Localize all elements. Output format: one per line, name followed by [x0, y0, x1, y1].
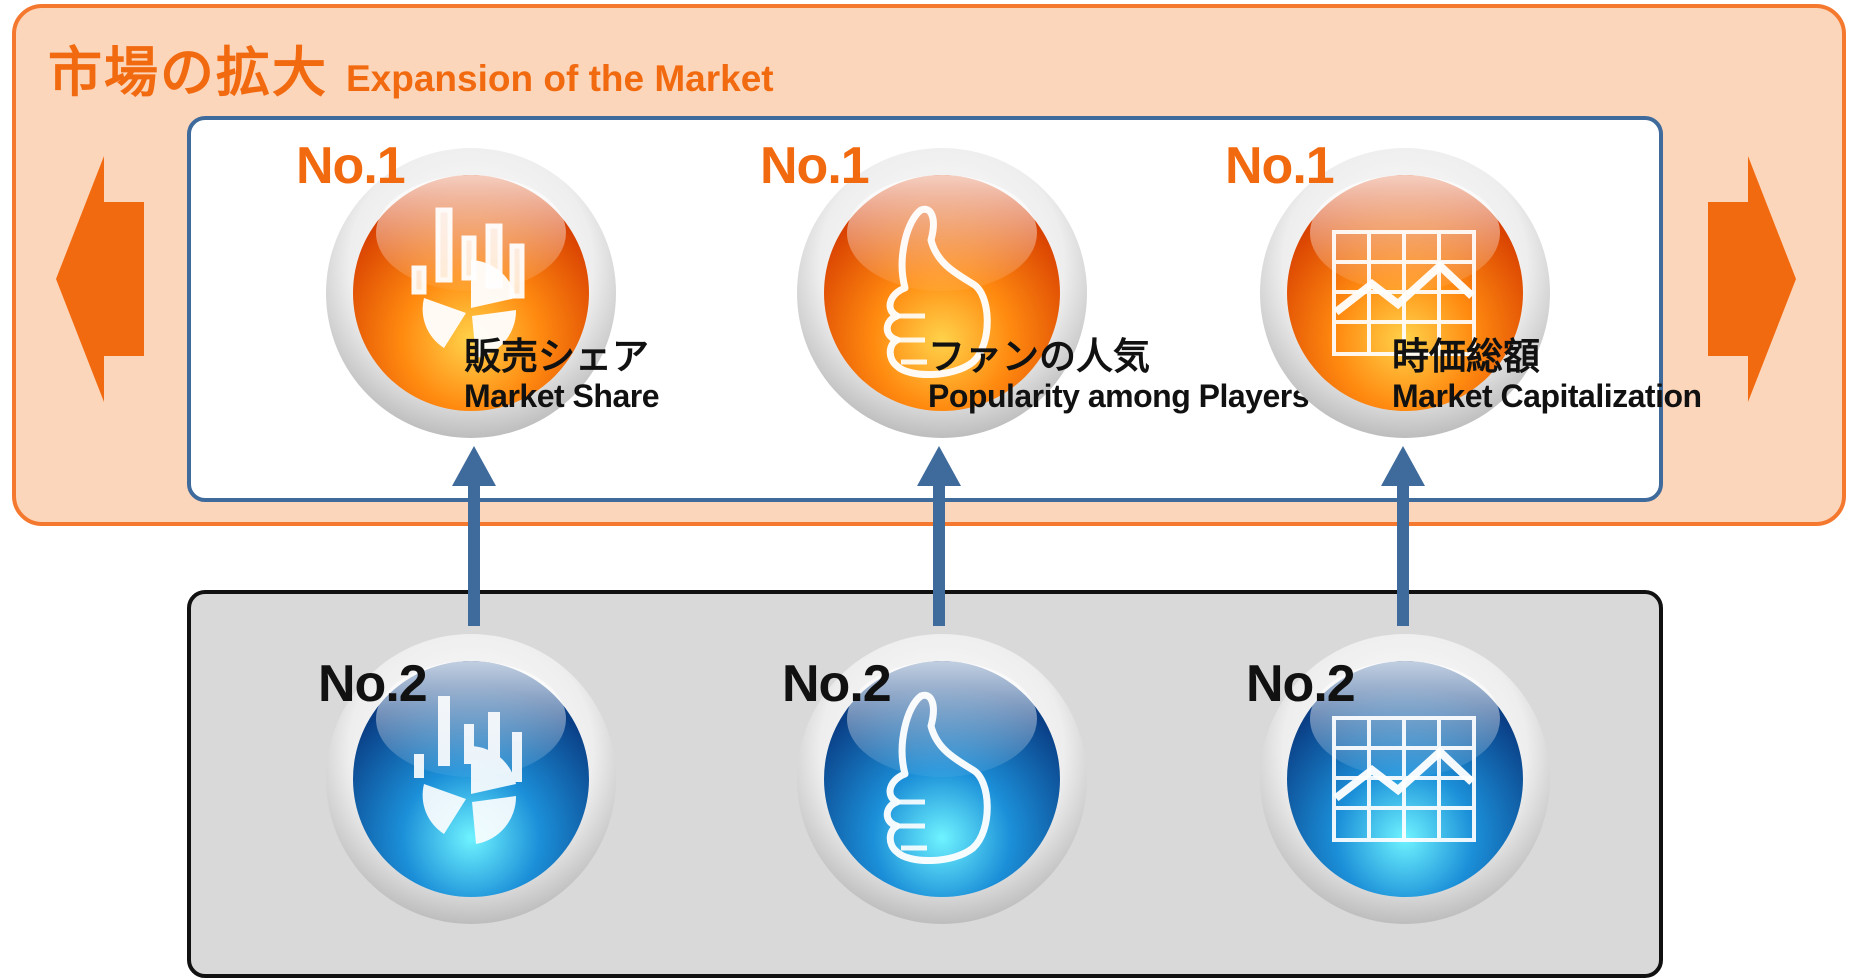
up-arrow-icon [917, 446, 961, 626]
page-title: 市場の拡大 Expansion of the Market [48, 28, 774, 107]
left-arrow-icon [56, 156, 144, 402]
title-en: Expansion of the Market [346, 58, 774, 99]
rank-badge: No.2 [1246, 655, 1356, 713]
chart-icon [326, 148, 616, 438]
metric-label-jp: 時価総額 [1392, 335, 1540, 378]
line-graph-icon [1260, 634, 1550, 924]
up-arrow-icon [1381, 446, 1425, 626]
right-arrow-icon [1708, 156, 1796, 402]
rank-badge: No.1 [1225, 137, 1335, 195]
rank-badge: No.1 [760, 137, 870, 195]
rank-badge: No.2 [318, 655, 428, 713]
metric-label-en: Market Capitalization [1392, 378, 1702, 414]
metric-label-jp: 販売シェア [464, 335, 649, 378]
thumbs-up-icon [797, 634, 1087, 924]
metric-label-en: Popularity among Players [928, 378, 1310, 414]
up-arrow-icon [452, 446, 496, 626]
line-graph-icon [1260, 148, 1550, 438]
rank-badge: No.2 [782, 655, 892, 713]
thumbs-up-icon [797, 148, 1087, 438]
chart-icon [326, 634, 616, 924]
metric-label-en: Market Share [464, 378, 659, 414]
rank-badge: No.1 [296, 137, 406, 195]
title-jp: 市場の拡大 [48, 41, 328, 104]
metric-label-jp: ファンの人気 [928, 335, 1150, 378]
